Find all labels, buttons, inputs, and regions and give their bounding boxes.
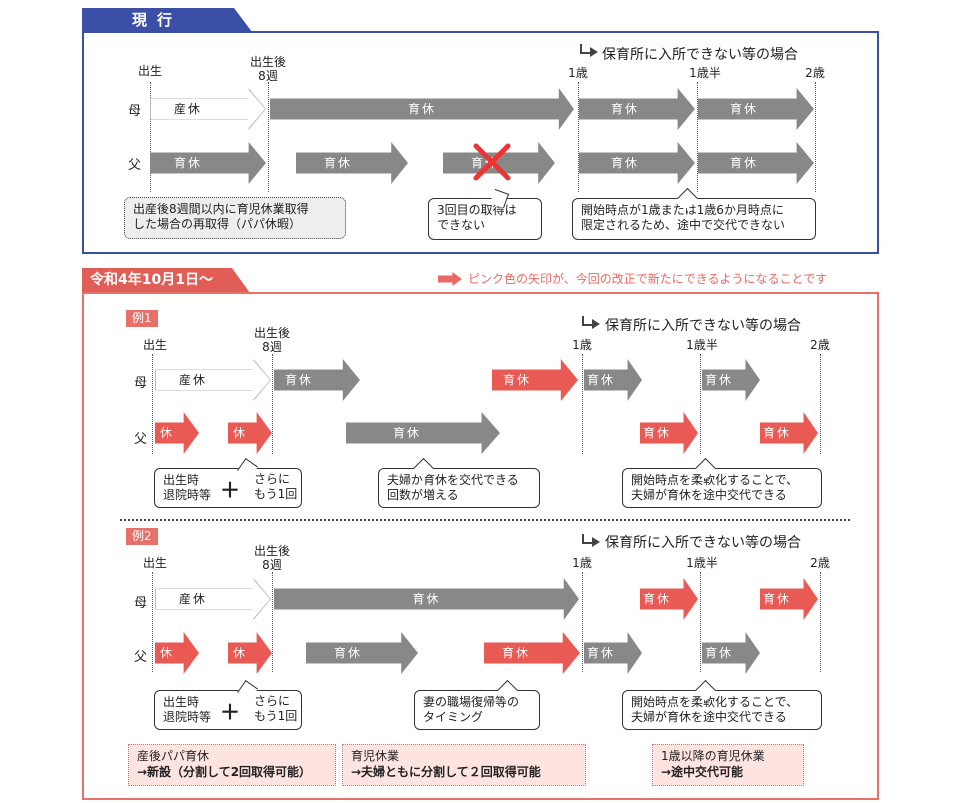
ex1-plus: ＋	[220, 478, 240, 502]
ex1-note-flex: 開始時点を柔軟化することで、夫婦が育休を途中交代できる	[622, 468, 822, 508]
ex2-nursery-arrow-head	[592, 537, 600, 547]
label-2y: 2歳	[805, 66, 825, 80]
ex2-label-birth: 出生	[142, 556, 168, 570]
ex2-more-once: さらにもう1回	[254, 694, 298, 723]
section-tab-new: 令和4年10月1日〜	[82, 268, 250, 293]
badge-example-1: 例1	[126, 310, 158, 327]
ex1-label-1y: 1歳	[572, 338, 592, 352]
pink-note: ピンク色の矢印が、今回の改正で新たにできるようになることです	[468, 272, 828, 286]
current-frame	[82, 31, 879, 254]
ex2-note-flex: 開始時点を柔軟化することで、夫婦が育休を途中交代できる	[622, 690, 822, 730]
guide-birth	[150, 82, 151, 192]
ex2-guide-1y-half	[700, 572, 701, 672]
ex1-guide-1y-half	[700, 354, 701, 454]
ex2-guide-birth	[152, 572, 153, 672]
guide-1y	[578, 82, 579, 192]
ex1-label-1y-half: 1歳半	[686, 338, 718, 352]
label-after8-a: 出生後	[249, 55, 287, 69]
ex1-nursery-label: 保育所に入所できない等の場合	[605, 318, 801, 334]
guide-8w	[268, 82, 269, 192]
ex2-label-2y: 2歳	[810, 556, 830, 570]
row-label-father: 父	[128, 158, 142, 173]
ex1-row-label-father: 父	[134, 432, 148, 447]
label-birth: 出生	[137, 64, 163, 78]
ex2-note-birth: 出生時退院時等	[154, 690, 302, 730]
summary-after-1y: 1歳以降の育児休業 →途中交代可能	[652, 744, 804, 786]
prohibited-x-icon	[473, 143, 511, 181]
ex1-guide-birth	[152, 354, 153, 454]
ex1-label-birth: 出生	[142, 338, 168, 352]
ex2-label-after8-a: 出生後	[253, 544, 291, 558]
row-label-mother: 母	[128, 104, 142, 119]
ex1-note-birth: 出生時退院時等	[154, 468, 302, 508]
ex2-guide-2y	[820, 572, 821, 672]
summary-papa-leave: 産後パパ育休 →新設（分割して2回取得可能）	[128, 744, 336, 786]
ex2-nursery-label: 保育所に入所できない等の場合	[605, 535, 801, 551]
ex1-guide-2y	[820, 354, 821, 454]
guide-2y	[815, 82, 816, 192]
note-start-limited: 開始時点が1歳または1歳6か月時点に限定されるため、途中で交代できない	[572, 198, 816, 240]
divider-examples	[120, 519, 850, 521]
summary-childcare-leave: 育児休業 →夫婦ともに分割して２回取得可能	[342, 744, 586, 786]
ex2-row-label-mother: 母	[134, 596, 148, 611]
ex1-more-once: さらにもう1回	[254, 472, 298, 501]
ex2-label-1y-half: 1歳半	[686, 556, 718, 570]
ex1-label-2y: 2歳	[810, 338, 830, 352]
ex2-guide-8w	[272, 572, 273, 672]
nursery-corner	[580, 44, 592, 54]
ex1-guide-1y	[582, 354, 583, 454]
ex2-label-after8-b: 8週	[262, 558, 282, 572]
new-frame	[82, 292, 879, 800]
ex2-note-mid: 妻の職場復帰等のタイミング	[414, 690, 540, 730]
ex2-row-label-father: 父	[134, 650, 148, 665]
ex2-guide-1y	[582, 572, 583, 672]
ex1-nursery-arrow-head	[592, 319, 600, 329]
ex1-label-after8-b: 8週	[262, 340, 282, 354]
nursery-label: 保育所に入所できない等の場合	[602, 47, 798, 63]
label-1y: 1歳	[568, 66, 588, 80]
ex1-note-mid: 夫婦が育休を交代できる回数が増える	[378, 468, 540, 508]
ex1-row-label-mother: 母	[134, 376, 148, 391]
badge-example-2: 例2	[126, 528, 158, 545]
ex2-plus: ＋	[220, 700, 240, 724]
ex2-label-1y: 1歳	[572, 556, 592, 570]
ex2-nursery-corner	[582, 534, 594, 544]
ex1-guide-8w	[272, 354, 273, 454]
ex1-nursery-corner	[582, 316, 594, 326]
note-papa-leave: 出産後8週間以内に育児休業取得した場合の再取得（パパ休暇）	[124, 197, 346, 239]
note-third-time: 3回目の取得はできない	[428, 198, 542, 240]
label-after8-b: 8週	[258, 69, 278, 83]
nursery-arrow-head	[590, 47, 598, 57]
label-1y-half: 1歳半	[689, 66, 721, 80]
pink-arrow-icon	[438, 272, 462, 286]
guide-1y-half	[697, 82, 698, 192]
ex1-label-after8-a: 出生後	[253, 326, 291, 340]
section-tab-current: 現行	[82, 8, 252, 32]
